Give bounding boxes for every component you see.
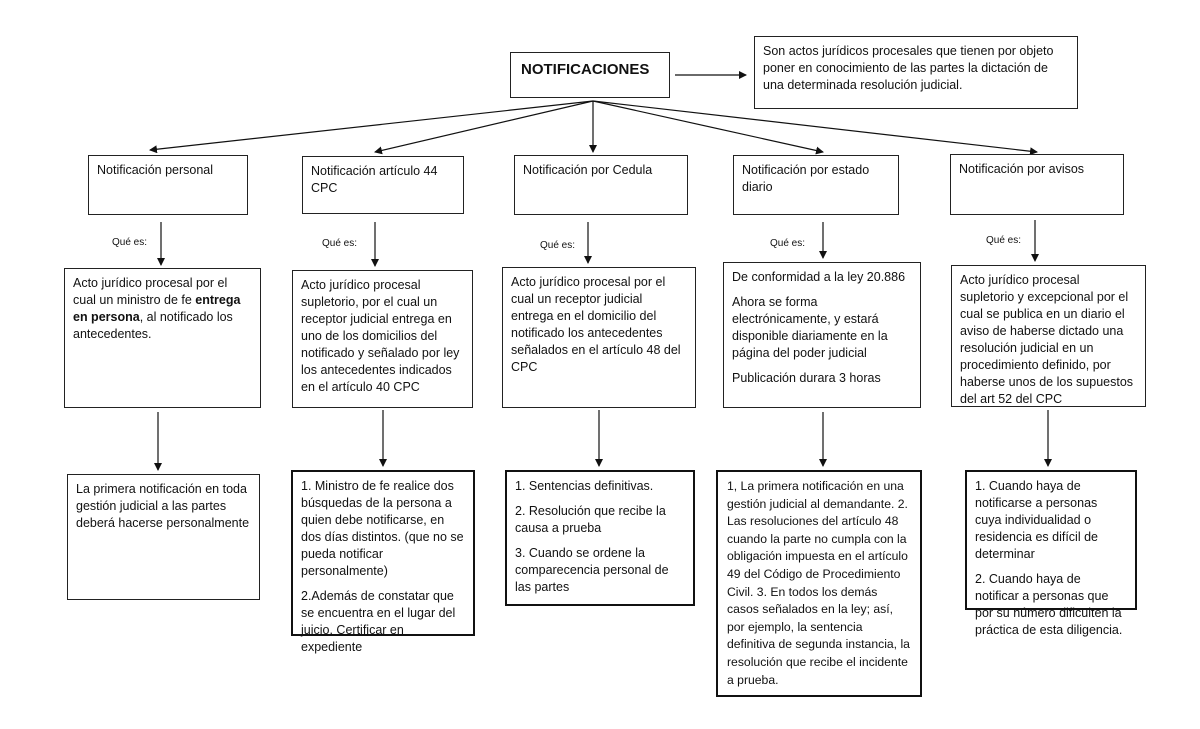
heading-notificacion-articulo-44: Notificación artículo 44 CPC [302,156,464,214]
heading-text: Notificación por avisos [959,162,1085,176]
heading-text: Notificación artículo 44 CPC [311,164,438,195]
title-text: NOTIFICACIONES [521,61,650,78]
detail-item: 2. Resolución que recibe la causa a prue… [515,504,666,535]
que-es-label: Qué es: [322,238,358,249]
detail-item: 1. Sentencias definitivas. [515,479,654,493]
detail-notificacion-cedula: 1. Sentencias definitivas. 2. Resolución… [505,470,695,606]
desc-paragraph: Publicación durara 3 horas [732,371,881,385]
desc-paragraph: De conformidad a la ley 20.886 [732,270,906,284]
desc-paragraph: Ahora se forma electrónicamente, y estar… [732,295,888,360]
que-es-label: Qué es: [112,237,148,248]
detail-item: 1. Ministro de fe realice dos búsquedas … [301,479,464,578]
arrow-title-col4 [592,100,824,155]
heading-notificacion-avisos: Notificación por avisos [950,154,1124,215]
heading-text: Notificación por estado diario [742,163,870,194]
arrow-title-col5 [592,100,1038,156]
heading-notificacion-personal: Notificación personal [88,155,248,215]
desc-text: Acto jurídico procesal por el cual un re… [511,275,681,374]
detail-text: 1, La primera notificación en una gestió… [727,479,910,687]
detail-notificacion-avisos: 1. Cuando haya de notificarse a personas… [965,470,1137,637]
definition-text: Son actos jurídicos procesales que tiene… [763,44,1054,92]
heading-notificacion-estado-diario: Notificación por estado diario [733,155,899,215]
desc-notificacion-avisos: Acto jurídico procesal supletorio y exce… [951,265,1146,407]
detail-notificacion-personal: La primera notificación en toda gestión … [67,474,260,600]
definition-box: Son actos jurídicos procesales que tiene… [754,36,1078,109]
desc-notificacion-estado-diario: De conformidad a la ley 20.886 Ahora se … [723,262,921,408]
title-box: NOTIFICACIONES [510,52,670,98]
arrow-title-col2 [374,100,594,155]
detail-item: 2.Además de constatar que se encuentra e… [301,589,456,654]
desc-text: , al notificado los antecedentes. [73,310,233,341]
desc-text: Acto jurídico procesal supletorio y exce… [960,273,1134,406]
desc-notificacion-articulo-44: Acto jurídico procesal supletorio, por e… [292,270,473,408]
desc-notificacion-cedula: Acto jurídico procesal por el cual un re… [502,267,696,408]
arrow-title-col1 [149,100,594,154]
desc-notificacion-personal: Acto jurídico procesal por el cual un mi… [64,268,261,408]
desc-text: Acto jurídico procesal por el cual un mi… [73,276,228,307]
detail-item: 2. Cuando haya de notificar a personas q… [975,572,1123,637]
heading-notificacion-cedula: Notificación por Cedula [514,155,688,215]
detail-item: 3. Cuando se ordene la comparecencia per… [515,546,669,594]
desc-bold-text: entrega en persona [73,293,241,324]
heading-text: Notificación personal [97,163,214,177]
heading-text: Notificación por Cedula [523,163,653,177]
detail-notificacion-articulo-44: 1. Ministro de fe realice dos búsquedas … [291,470,475,654]
detail-notificacion-estado-diario: 1, La primera notificación en una gestió… [716,470,922,697]
desc-text: Acto jurídico procesal supletorio, por e… [301,278,460,394]
que-es-label: Qué es: [540,240,576,251]
detail-item: 1. Cuando haya de notificarse a personas… [975,479,1098,561]
que-es-label: Qué es: [770,238,806,249]
detail-text: La primera notificación en toda gestión … [76,482,250,530]
que-es-label: Qué es: [986,235,1022,246]
